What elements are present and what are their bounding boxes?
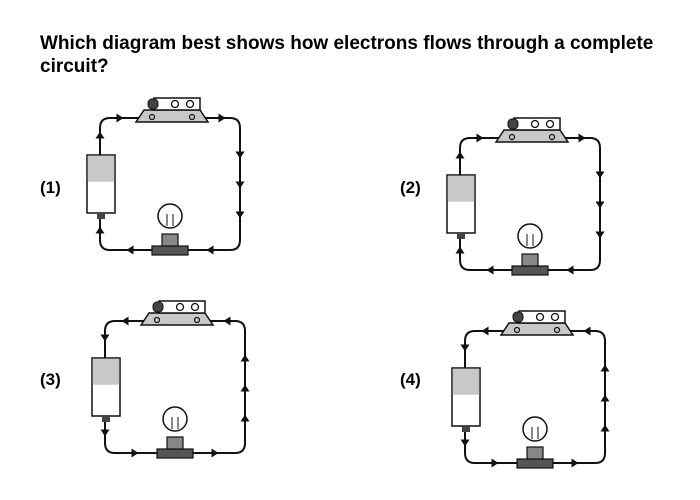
electron-flow-arrow (578, 133, 586, 143)
circuit-wire (99, 117, 241, 251)
battery (91, 357, 121, 422)
electron-flow-arrow (455, 246, 465, 254)
electron-flow-arrow (223, 316, 231, 326)
circuit-diagram-4[interactable] (445, 298, 625, 478)
electron-flow-arrow (211, 448, 219, 458)
electron-flow-arrow (595, 171, 605, 179)
option-1-label: (1) (40, 178, 61, 197)
electron-flow-arrow (95, 226, 105, 234)
light-bulb (516, 416, 554, 469)
electron-flow-arrow (571, 458, 579, 468)
circuit-diagram-2[interactable] (440, 105, 620, 285)
electron-flow-arrow (600, 394, 610, 402)
electron-flow-arrow (600, 364, 610, 372)
question-text: Which diagram best shows how electrons f… (40, 33, 654, 77)
electron-flow-arrow (240, 414, 250, 422)
light-bulb (156, 406, 194, 459)
electron-flow-arrow (206, 245, 214, 255)
electron-flow-arrow (218, 113, 226, 123)
electron-flow-arrow (240, 354, 250, 362)
electron-flow-arrow (121, 316, 129, 326)
electron-flow-arrow (476, 133, 484, 143)
light-bulb (511, 223, 549, 276)
electron-flow-arrow (126, 245, 134, 255)
electron-flow-arrow (235, 211, 245, 219)
electron-flow-arrow (116, 113, 124, 123)
electron-flow-arrow (460, 439, 470, 447)
electron-flow-arrow (583, 326, 591, 336)
electron-flow-arrow (566, 265, 574, 275)
battery (86, 154, 116, 219)
circuit-wire (459, 137, 601, 271)
light-bulb (151, 203, 189, 256)
electron-flow-arrow (100, 429, 110, 437)
option-4-label: (4) (400, 370, 421, 389)
circuit-diagram-3[interactable] (85, 288, 265, 468)
battery (446, 174, 476, 239)
battery (451, 367, 481, 432)
electron-flow-arrow (481, 326, 489, 336)
option-2-label: (2) (400, 178, 421, 197)
electron-flow-arrow (100, 334, 110, 342)
electron-flow-arrow (491, 458, 499, 468)
electron-flow-arrow (460, 344, 470, 352)
switch (134, 97, 210, 123)
switch (139, 300, 215, 326)
electron-flow-arrow (131, 448, 139, 458)
electron-flow-arrow (600, 424, 610, 432)
electron-flow-arrow (240, 384, 250, 392)
circuit-wire (104, 320, 246, 454)
option-3-label: (3) (40, 370, 61, 389)
electron-flow-arrow (95, 131, 105, 139)
electron-flow-arrow (235, 181, 245, 189)
electron-flow-arrow (455, 151, 465, 159)
electron-flow-arrow (595, 231, 605, 239)
electron-flow-arrow (486, 265, 494, 275)
electron-flow-arrow (235, 151, 245, 159)
switch (494, 117, 570, 143)
electron-flow-arrow (595, 201, 605, 209)
switch (499, 310, 575, 336)
circuit-diagram-1[interactable] (80, 85, 260, 265)
circuit-wire (464, 330, 606, 464)
